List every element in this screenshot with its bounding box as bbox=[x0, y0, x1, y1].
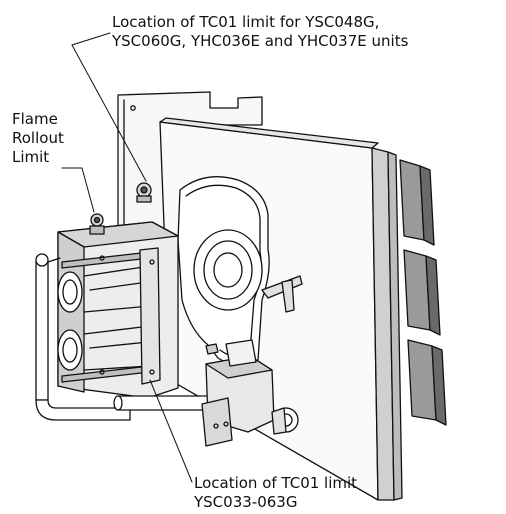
callout-tc01-lower: Location of TC01 limit YSC033-063G bbox=[194, 474, 357, 512]
leader-lines bbox=[61, 32, 193, 483]
callout-tc01-upper-line-2: YSC060G, YHC036E and YHC037E units bbox=[112, 32, 409, 50]
gas-valve bbox=[201, 339, 299, 447]
callout-flame-rollout-line-3: Limit bbox=[12, 148, 50, 166]
flame-rollout-limit bbox=[89, 213, 105, 235]
callout-flame-rollout-line-1: Flame bbox=[12, 110, 58, 128]
support-rails bbox=[35, 253, 131, 421]
gas-pipe bbox=[113, 395, 211, 411]
inducer-housing bbox=[177, 176, 303, 367]
callout-tc01-upper: Location of TC01 limit for YSC048G, YSC0… bbox=[112, 13, 408, 51]
callout-tc01-lower-line-2: YSC033-063G bbox=[194, 493, 298, 511]
callout-tc01-upper-line-1: Location of TC01 limit for YSC048G, bbox=[112, 13, 380, 31]
tc01-upper-limit-switch bbox=[136, 182, 152, 203]
callout-flame-rollout-line-2: Rollout bbox=[12, 129, 64, 147]
burner-box bbox=[57, 221, 179, 399]
callout-flame-rollout: Flame Rollout Limit bbox=[12, 110, 64, 167]
callout-tc01-lower-line-1: Location of TC01 limit bbox=[194, 474, 358, 492]
